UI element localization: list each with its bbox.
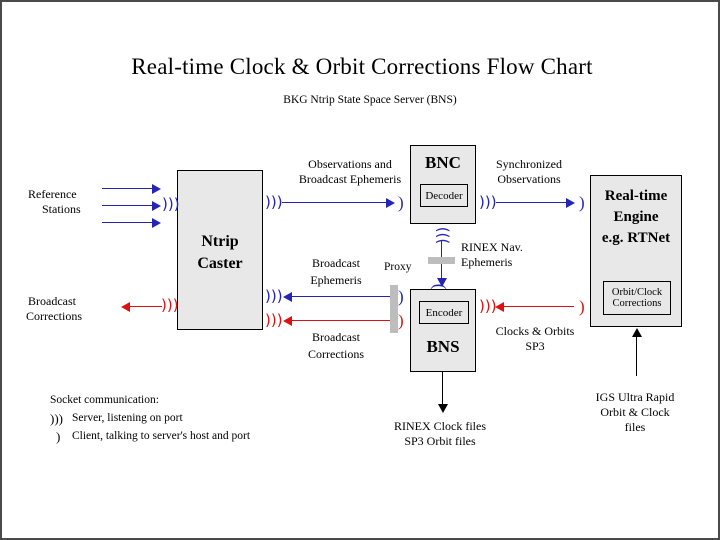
arrow-ref-station-2-head <box>152 200 161 211</box>
label-rinex-nav-line1: RINEX Nav. <box>461 240 523 254</box>
legend: Socket communication: ))) Server, listen… <box>50 392 250 445</box>
server-socket-icon-caster-left-in: ))) <box>162 195 180 213</box>
bns-encoder-label: Encoder <box>425 306 463 319</box>
label-broadcast-corrections-left-line2: Corrections <box>26 309 82 323</box>
server-socket-icon-bns-clocks-in: ))) <box>479 297 497 315</box>
engine-inner-line1: Orbit/Clock <box>611 287 663 298</box>
engine-inner-line2: Corrections <box>612 298 662 309</box>
label-broadcast-ephemeris-line1: Broadcast <box>312 256 360 270</box>
bnc-decoder-label: Decoder <box>425 189 463 202</box>
arrow-ref-station-2-line <box>102 205 154 206</box>
box-bnc[interactable]: BNC Decoder <box>410 145 476 224</box>
label-synchronized-line1: Synchronized <box>496 157 562 171</box>
engine-label-line1: Real-time <box>604 188 668 204</box>
server-socket-icon-legend: ))) <box>50 410 63 426</box>
client-socket-icon-bns-nav-in: ) <box>427 283 447 290</box>
arrow-ref-station-1-line <box>102 188 154 189</box>
ntrip-caster-label-line1: Ntrip <box>201 233 239 250</box>
engine-label-line3: e.g. RTNet <box>601 230 671 246</box>
label-reference-stations-line2: Stations <box>42 202 81 216</box>
client-socket-icon-bnc-in: ) <box>398 193 404 212</box>
client-socket-icon-engine-in: ) <box>579 193 585 212</box>
arrow-broadcast-ephemeris-head <box>283 291 292 302</box>
bnc-decoder-module[interactable]: Decoder <box>420 184 468 207</box>
legend-row-client: ) Client, talking to server's host and p… <box>50 428 250 446</box>
arrow-igs-head <box>631 328 642 337</box>
arrow-synchronized-head <box>566 197 575 208</box>
bnc-label: BNC <box>425 153 461 172</box>
arrow-clocks-orbits-line <box>504 306 574 307</box>
label-clocks-orbits-line1: Clocks & Orbits <box>495 324 575 338</box>
label-rinex-clock-files-line1: RINEX Clock files <box>394 419 486 433</box>
box-ntrip-caster[interactable]: Ntrip Caster <box>177 170 263 330</box>
client-socket-icon-engine-clocks-out: ) <box>579 297 585 316</box>
proxy-bar-vertical <box>428 257 455 264</box>
label-rinex-nav-line2: Ephemeris <box>461 255 513 269</box>
label-broadcast-corrections-mid-line2: Corrections <box>308 347 364 361</box>
label-observations-line1: Observations and <box>308 157 392 171</box>
arrow-broadcast-corrections-mid-head <box>283 315 292 326</box>
server-socket-icon-bnc-nav-out: ))) <box>433 226 452 245</box>
page-subtitle: BKG Ntrip State Space Server (BNS) <box>283 94 457 106</box>
engine-orbit-clock-corrections-module[interactable]: Orbit/Clock Corrections <box>603 281 671 315</box>
arrow-clocks-orbits-head <box>495 301 504 312</box>
legend-title: Socket communication: <box>50 394 159 406</box>
legend-row-server: ))) Server, listening on port <box>50 410 250 428</box>
page-title: Real-time Clock & Orbit Corrections Flow… <box>131 54 593 79</box>
label-reference-stations-line1: Reference <box>28 187 77 201</box>
label-rinex-clock-files-line2: SP3 Orbit files <box>404 434 476 448</box>
arrow-broadcast-corrections-mid-line <box>292 320 398 321</box>
arrow-rinex-files-line <box>442 372 443 408</box>
server-socket-icon-caster-right-corr: ))) <box>265 311 283 329</box>
arrow-igs-line <box>636 336 637 376</box>
client-socket-icon-bns-corr-out: ) <box>398 311 404 330</box>
client-socket-icon-legend: ) <box>56 428 61 444</box>
box-bns[interactable]: Encoder BNS <box>410 289 476 372</box>
legend-client-text: Client, talking to server's host and por… <box>72 429 251 442</box>
label-igs-line1: IGS Ultra Rapid <box>595 390 675 404</box>
label-observations-line2: Broadcast Ephemeris <box>298 172 402 186</box>
arrow-rinex-files-head <box>437 404 448 413</box>
label-clocks-orbits-line2: SP3 <box>525 339 545 353</box>
arrow-broadcast-ephemeris-line <box>292 296 398 297</box>
arrow-broadcast-corrections-left-line <box>130 306 162 307</box>
arrow-synchronized-line <box>496 202 568 203</box>
bns-encoder-module[interactable]: Encoder <box>419 301 469 324</box>
server-socket-icon-caster-right-obs: ))) <box>265 193 283 211</box>
arrow-ref-station-3-head <box>152 217 161 228</box>
label-broadcast-corrections-left-line1: Broadcast <box>28 294 76 308</box>
server-socket-icon-bnc-out: ))) <box>479 193 497 211</box>
arrow-rinex-nav-head <box>436 278 447 287</box>
arrow-observations-head <box>386 197 395 208</box>
arrow-broadcast-corrections-left-head <box>121 301 130 312</box>
client-socket-icon-bns-eph-out: ) <box>398 287 404 306</box>
ntrip-caster-label-line2: Caster <box>197 255 243 272</box>
label-proxy: Proxy <box>384 261 412 273</box>
proxy-bar-horizontal-path <box>390 285 398 333</box>
legend-server-text: Server, listening on port <box>72 411 183 424</box>
box-realtime-engine[interactable]: Real-time Engine e.g. RTNet Orbit/Clock … <box>590 175 682 327</box>
arrow-observations-line <box>282 202 388 203</box>
engine-label-line2: Engine <box>613 209 659 225</box>
label-broadcast-ephemeris-line2: Ephemeris <box>310 273 362 287</box>
bns-label: BNS <box>426 337 460 356</box>
server-socket-icon-caster-right-eph: ))) <box>265 287 283 305</box>
arrow-ref-station-1-head <box>152 183 161 194</box>
label-broadcast-corrections-mid-line1: Broadcast <box>312 330 360 344</box>
label-igs-line2: Orbit & Clock files <box>600 405 670 434</box>
arrow-ref-station-3-line <box>102 222 154 223</box>
server-socket-icon-caster-left-out: ))) <box>161 296 179 314</box>
label-synchronized-line2: Observations <box>497 172 561 186</box>
